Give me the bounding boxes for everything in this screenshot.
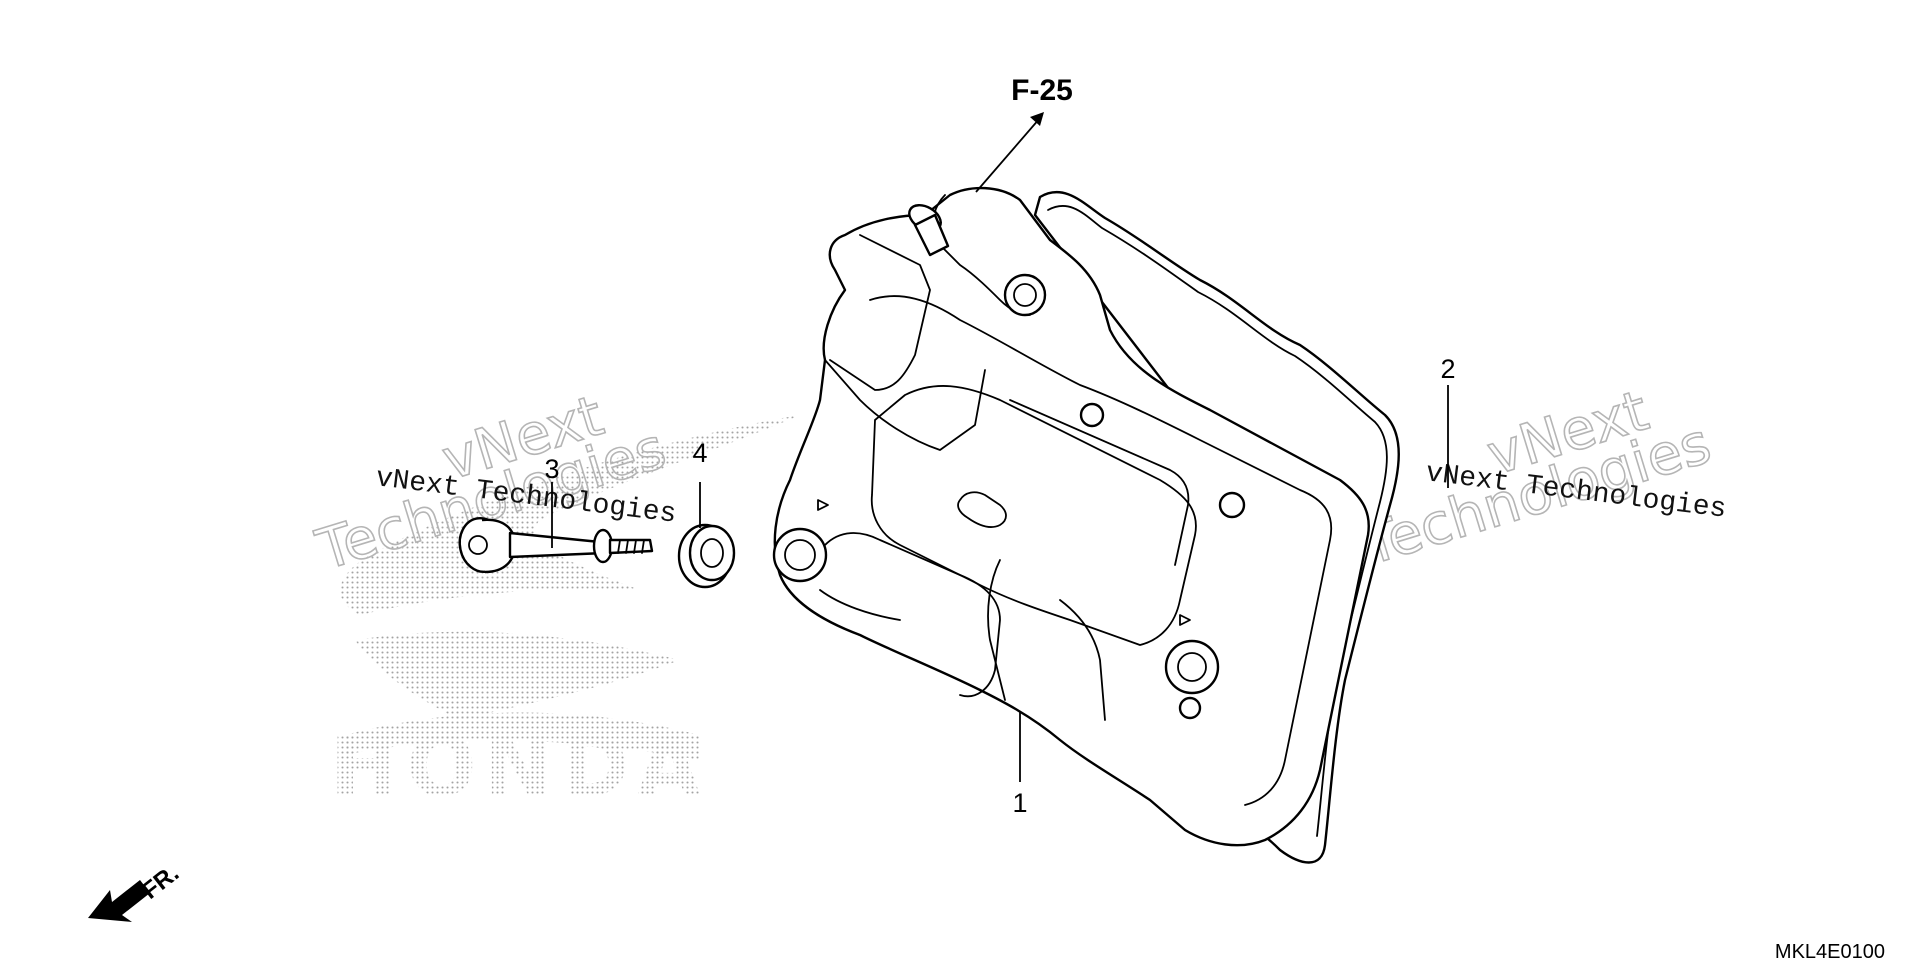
honda-wing-logo: HONDA [330, 415, 800, 815]
part-1-cylinder-head-cover[interactable] [772, 186, 1370, 847]
callout-1: 1 [1012, 788, 1027, 818]
honda-logo-text: HONDA [330, 720, 709, 815]
callout-3: 3 [544, 454, 559, 484]
diagram-code: MKL4E0100 [1775, 941, 1885, 960]
reference-arrow [975, 112, 1044, 193]
watermark-right: vNext Technologies vNext Technologies [1353, 378, 1728, 580]
callout-2: 2 [1440, 354, 1455, 384]
part-4-washer[interactable] [677, 523, 736, 589]
part-3-bolt[interactable] [455, 514, 654, 576]
front-label: FR. [137, 860, 184, 905]
reference-label-f25[interactable]: F-25 [1011, 74, 1073, 107]
front-direction-arrow-icon [88, 880, 150, 922]
callout-4: 4 [692, 438, 707, 468]
